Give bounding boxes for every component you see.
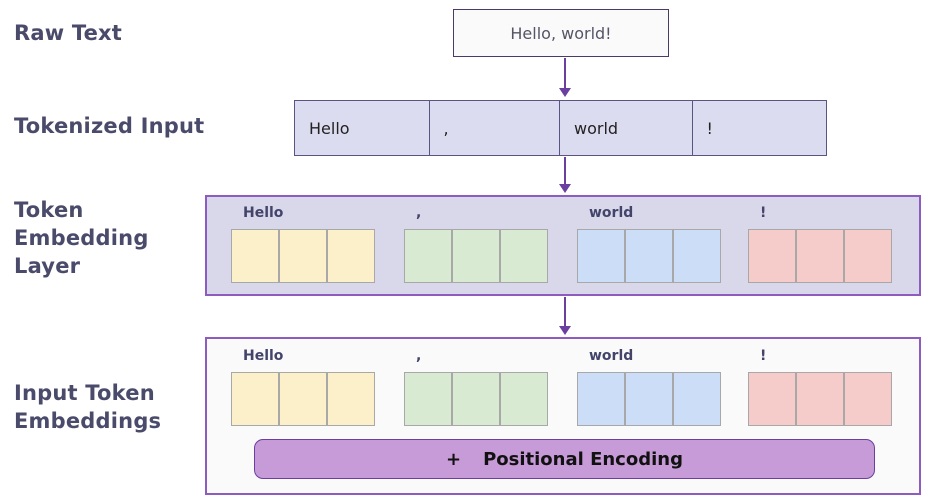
embedding-cell xyxy=(500,229,548,283)
input-embedding-cell xyxy=(796,372,844,426)
input-embedding-cell xyxy=(279,372,327,426)
embedding-cell xyxy=(231,229,279,283)
embedding-cell xyxy=(844,229,892,283)
input-embedding-vector xyxy=(231,372,375,426)
embedding-cell xyxy=(673,229,721,283)
embedding-cell xyxy=(748,229,796,283)
embedding-cell xyxy=(796,229,844,283)
arrow-shaft xyxy=(564,297,566,327)
input-embedding-token-label: , xyxy=(416,348,422,364)
input-embedding-token-label: Hello xyxy=(243,348,284,364)
embedding-cell xyxy=(452,229,500,283)
embedding-cell xyxy=(625,229,673,283)
tokenized-cell-0: Hello xyxy=(295,101,430,155)
row-label-token-embedding-layer: Token Embedding Layer xyxy=(14,198,149,278)
embedding-token-label: Hello xyxy=(243,205,284,221)
embedding-vector xyxy=(577,229,721,283)
arrow-head xyxy=(559,88,571,97)
input-embedding-cell xyxy=(327,372,375,426)
embedding-vector xyxy=(404,229,548,283)
input-embedding-token-label: world xyxy=(589,348,634,364)
embedding-cell xyxy=(577,229,625,283)
arrow-down-icon-embedding-to-input xyxy=(558,297,572,336)
embedding-cell xyxy=(279,229,327,283)
input-embedding-cell xyxy=(844,372,892,426)
row-label-tokenized-input: Tokenized Input xyxy=(14,114,205,138)
positional-encoding-label: Positional Encoding xyxy=(483,448,683,470)
arrow-head xyxy=(559,326,571,335)
embedding-vector xyxy=(231,229,375,283)
arrow-shaft xyxy=(564,157,566,185)
input-embedding-token-label: ! xyxy=(760,348,767,364)
arrow-head xyxy=(559,184,571,193)
embedding-cell xyxy=(404,229,452,283)
input-token-embeddings-panel: Hello , world ! xyxy=(205,337,921,495)
input-embedding-cell xyxy=(673,372,721,426)
row-label-raw-text: Raw Text xyxy=(14,21,123,45)
input-embedding-cell xyxy=(748,372,796,426)
row-label-input-token-embeddings: Input Token Embeddings xyxy=(14,381,162,433)
tokenized-cell-3: ! xyxy=(706,118,713,138)
arrow-shaft xyxy=(564,58,566,89)
raw-text-box: Hello, world! xyxy=(453,9,669,57)
tokenized-input-strip: Hello , world ! xyxy=(294,100,827,156)
tokenized-cell-2: world xyxy=(560,101,693,155)
embedding-token-label: world xyxy=(589,205,634,221)
tokenized-cell-1: , xyxy=(430,101,561,155)
plus-icon: + xyxy=(446,448,462,470)
input-embedding-cell xyxy=(452,372,500,426)
input-embedding-vector xyxy=(577,372,721,426)
positional-encoding-bar: + Positional Encoding xyxy=(254,439,875,479)
embedding-token-label: ! xyxy=(760,205,767,221)
input-embedding-cell xyxy=(500,372,548,426)
embedding-cell xyxy=(327,229,375,283)
token-embedding-layer-panel: Hello , world ! xyxy=(205,195,921,296)
input-embedding-cell xyxy=(625,372,673,426)
embedding-vector xyxy=(748,229,892,283)
input-embedding-cell xyxy=(231,372,279,426)
embedding-token-label: , xyxy=(416,205,422,221)
arrow-down-icon-tokenized-to-embedding xyxy=(558,157,572,194)
arrow-down-icon-raw-to-tokenized xyxy=(558,58,572,98)
input-embedding-cell xyxy=(404,372,452,426)
input-embedding-vector xyxy=(748,372,892,426)
input-embedding-cell xyxy=(577,372,625,426)
input-embedding-vector xyxy=(404,372,548,426)
